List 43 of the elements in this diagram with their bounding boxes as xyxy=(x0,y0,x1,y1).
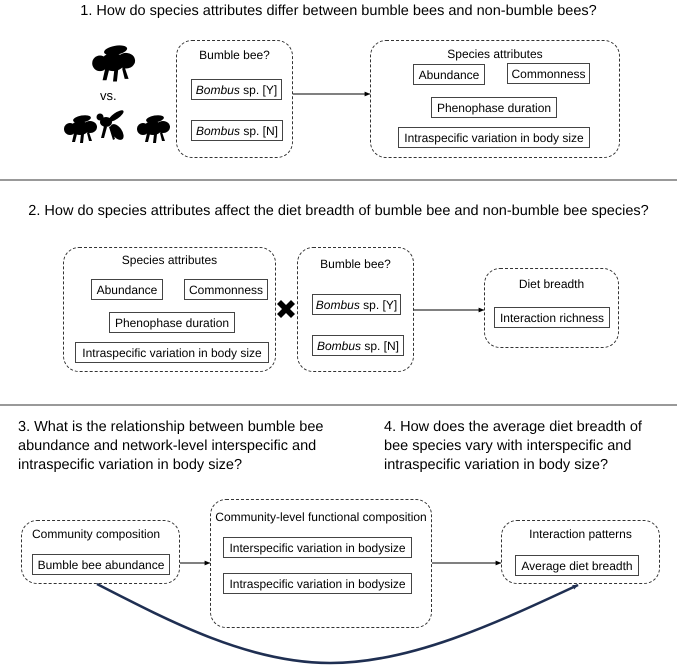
attribute-box: Interspecific variation in bodysize xyxy=(223,537,412,558)
group-box xyxy=(176,40,293,158)
attribute-box: Intraspecific variation in body size xyxy=(75,342,269,363)
attribute-box: Bumble bee abundance xyxy=(32,554,170,575)
question-text: 1. How do species attributes differ between bumble bees and non-bumble bees? xyxy=(79,2,598,21)
group-box xyxy=(297,247,414,372)
group-title: Species attributes xyxy=(120,253,218,267)
question-text: 4. How does the average diet breadth of bee species vary with interspecific and intraspecific variation in body size? xyxy=(384,418,643,475)
attribute-box: Commonness xyxy=(184,279,268,300)
group-title: Community composition xyxy=(31,527,162,541)
attribute-box: Phenophase duration xyxy=(109,312,235,333)
attribute-box: Bombus sp. [N] xyxy=(191,120,283,141)
group-title: Interaction patterns xyxy=(528,527,633,541)
question-text: 3. What is the relationship between bumble bee abundance and network-level interspecific and intraspecific variation in body size? xyxy=(18,418,324,475)
attribute-box: Bombus sp. [Y] xyxy=(191,79,282,100)
question-text: 2. How do species attributes affect the diet breadth of bumble bee and non-bumble bee species? xyxy=(27,202,650,221)
group-box xyxy=(210,499,432,628)
arrow xyxy=(414,308,485,312)
attribute-box: Interaction richness xyxy=(494,307,610,328)
attribute-box: Bombus sp. [Y] xyxy=(312,294,401,315)
group-box xyxy=(484,268,619,348)
attribute-box: Abundance xyxy=(91,279,163,300)
group-box xyxy=(501,520,660,584)
attribute-box: Bombus sp. [N] xyxy=(312,335,404,356)
group-title: Bumble bee? xyxy=(319,257,392,271)
attribute-box: Intraspecific variation in body size xyxy=(398,127,590,148)
attribute-box: Commonness xyxy=(507,63,590,84)
group-box xyxy=(21,520,180,584)
arrow xyxy=(292,92,371,96)
group-title: Species attributes xyxy=(446,47,544,61)
arrow xyxy=(180,560,211,566)
group-box xyxy=(63,247,276,372)
arrow xyxy=(432,560,502,566)
arrow xyxy=(96,582,579,664)
group-box xyxy=(370,40,620,158)
attribute-box: Average diet breadth xyxy=(515,555,639,576)
group-title: Bumble bee? xyxy=(198,48,271,62)
attribute-box: Abundance xyxy=(413,64,485,85)
attribute-box: Phenophase duration xyxy=(431,97,557,118)
group-title: Community-level functional composition xyxy=(214,510,428,524)
group-title: Diet breadth xyxy=(518,277,586,291)
versus-text: vs. xyxy=(100,87,118,105)
attribute-box: Intraspecific variation in bodysize xyxy=(223,573,412,594)
